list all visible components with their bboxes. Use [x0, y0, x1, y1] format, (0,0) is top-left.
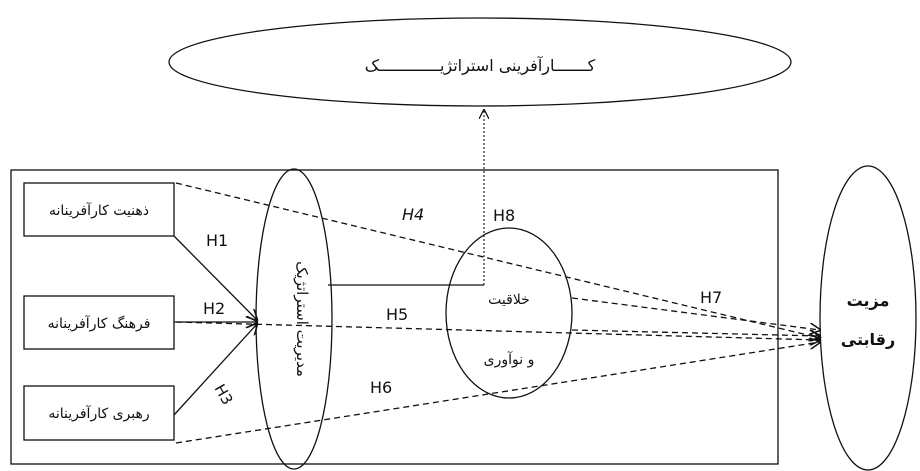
- label-h6: H6: [370, 378, 392, 397]
- culture-label: فرهنگ کارآفرینانه: [48, 315, 151, 332]
- arrow-h7: [571, 297, 820, 330]
- competitive-advantage-ellipse: [819, 165, 917, 471]
- arrow-h1: [173, 235, 257, 320]
- label-h8: H8: [493, 206, 515, 225]
- arrow-h5: [175, 321, 820, 340]
- competitive-advantage-line1: مزیت: [847, 291, 890, 310]
- creativity-circle: [445, 227, 573, 399]
- model-frame: [10, 169, 779, 465]
- arrow-h3: [173, 324, 257, 416]
- label-h4: H4: [402, 205, 424, 224]
- leadership-label: رهبری کارآفرینانه: [48, 405, 149, 422]
- arrow-h4: [175, 182, 820, 338]
- strategic-entrepreneurship-ellipse: [168, 17, 792, 107]
- creativity-label-line1: خلاقیت: [488, 292, 530, 308]
- competitive-advantage-line2: رقابتی: [841, 330, 895, 349]
- creativity-label-line2: و نوآوری: [484, 351, 535, 368]
- label-h1: H1: [206, 231, 228, 250]
- strategic-entrepreneurship-label: کـــــــارآفرینی استراتژیـــــــــــــک: [365, 56, 596, 76]
- label-h2: H2: [203, 299, 225, 318]
- arrow-h7b: [571, 329, 820, 336]
- mindset-box: [23, 182, 175, 237]
- label-h7: H7: [700, 288, 722, 307]
- strategic-management-label: مدیریت استراتژیک: [293, 261, 311, 377]
- mindset-label: ذهنیت کارآفرینانه: [49, 202, 149, 219]
- label-h3: H3: [211, 381, 237, 408]
- label-h5: H5: [386, 305, 408, 324]
- culture-box: [23, 295, 175, 350]
- leadership-box: [23, 385, 175, 441]
- arrow-h6: [175, 342, 820, 444]
